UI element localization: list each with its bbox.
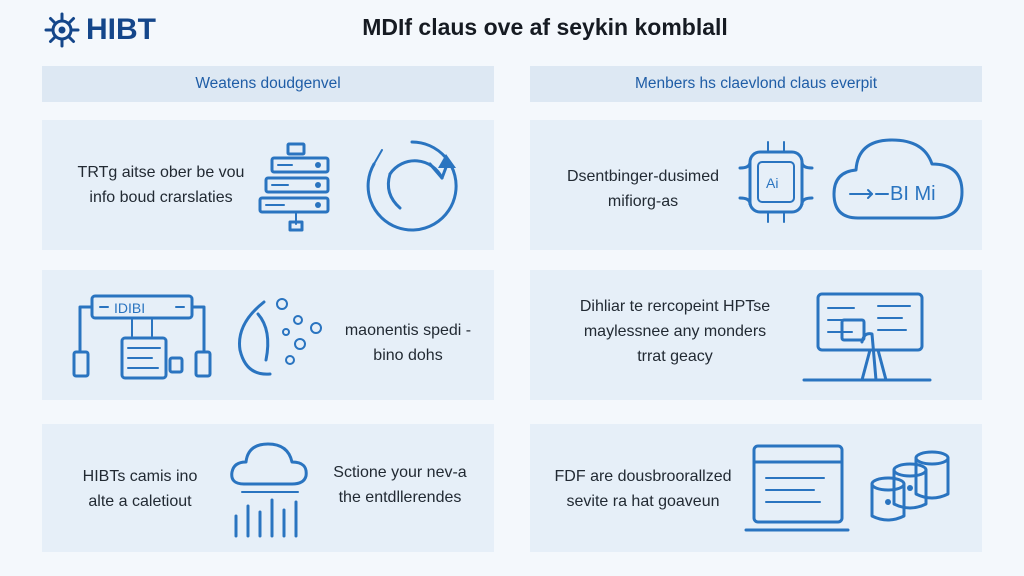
database-cylinders-icon: [870, 450, 950, 522]
page-title: MDIf claus ove af seykin komblall: [362, 14, 728, 40]
card-right-1-text: Dsentbinger-dusimed mifiorg-as: [540, 164, 746, 214]
card-line: TRTg aitse ober be vou: [77, 164, 245, 181]
card-left-2: IDIBI maonentis spedi - bino dohs: [42, 270, 494, 400]
card-line: sevite ra hat goaveun: [566, 493, 720, 510]
card-right-2-text: Dihliar te rercopeint HPTse maylessnee a…: [550, 294, 800, 369]
column-header-right: Menbers hs claevlond claus everpit: [530, 66, 982, 102]
snowflake-gear-icon: [44, 12, 80, 48]
card-left-3: HIBTs camis ino alte a caletiout Sctione…: [42, 424, 494, 552]
card-line: bino dohs: [373, 347, 443, 364]
card-line: Sctione your nev-a: [333, 464, 467, 481]
card-left-1-text: TRTg aitse ober be vou info boud crarsla…: [56, 160, 266, 210]
card-right-1: Dsentbinger-dusimed mifiorg-as Ai BI Mi: [530, 120, 982, 250]
swirl-icon: [238, 298, 322, 376]
card-line: HIBTs camis ino: [82, 468, 198, 485]
card-line: maylessnee any monders: [583, 323, 767, 340]
card-right-3: FDF are dousbroorallzed sevite ra hat go…: [530, 424, 982, 552]
column-header-left-label: Weatens doudgenvel: [195, 75, 341, 92]
card-line: the entdllerendes: [338, 489, 462, 506]
cloud-tag: BI Mi: [890, 183, 936, 205]
rack-tag: IDIBI: [114, 300, 145, 316]
card-line: mifiorg-as: [607, 193, 679, 210]
card-line: alte a caletiout: [88, 493, 192, 510]
column-header-right-label: Menbers hs claevlond claus everpit: [634, 75, 878, 92]
server-stack-icon: [258, 142, 330, 232]
card-left-3-text-a: HIBTs camis ino alte a caletiout: [52, 464, 228, 514]
brand-logo: HIBT: [44, 10, 156, 50]
card-line: Dihliar te rercopeint HPTse: [579, 298, 771, 315]
column-header-left: Weatens doudgenvel: [42, 66, 494, 102]
circular-arrows-icon: [366, 140, 458, 232]
cloud-icon: BI Mi: [832, 138, 964, 220]
card-right-3-text: FDF are dousbroorallzed sevite ra hat go…: [540, 464, 746, 514]
card-line: info boud crarslaties: [89, 189, 233, 206]
monitor-presenter-icon: [802, 292, 932, 382]
cloud-bars-icon: [230, 442, 308, 538]
network-diagram-icon: IDIBI: [72, 294, 212, 380]
card-right-2: Dihliar te rercopeint HPTse maylessnee a…: [530, 270, 982, 400]
brand-name: HIBT: [86, 13, 156, 46]
browser-window-icon: [744, 444, 850, 532]
card-line: trrat geacy: [637, 348, 713, 365]
chip-icon: Ai: [738, 141, 814, 223]
chip-tag: Ai: [766, 175, 778, 191]
card-line: Dsentbinger-dusimed: [566, 168, 720, 185]
card-left-1: TRTg aitse ober be vou info boud crarsla…: [42, 120, 494, 250]
card-line: maonentis spedi -: [344, 322, 472, 339]
card-left-2-text: maonentis spedi - bino dohs: [328, 318, 488, 368]
card-line: FDF are dousbroorallzed: [554, 468, 732, 485]
card-left-3-text-b: Sctione your nev-a the entdllerendes: [314, 460, 486, 510]
